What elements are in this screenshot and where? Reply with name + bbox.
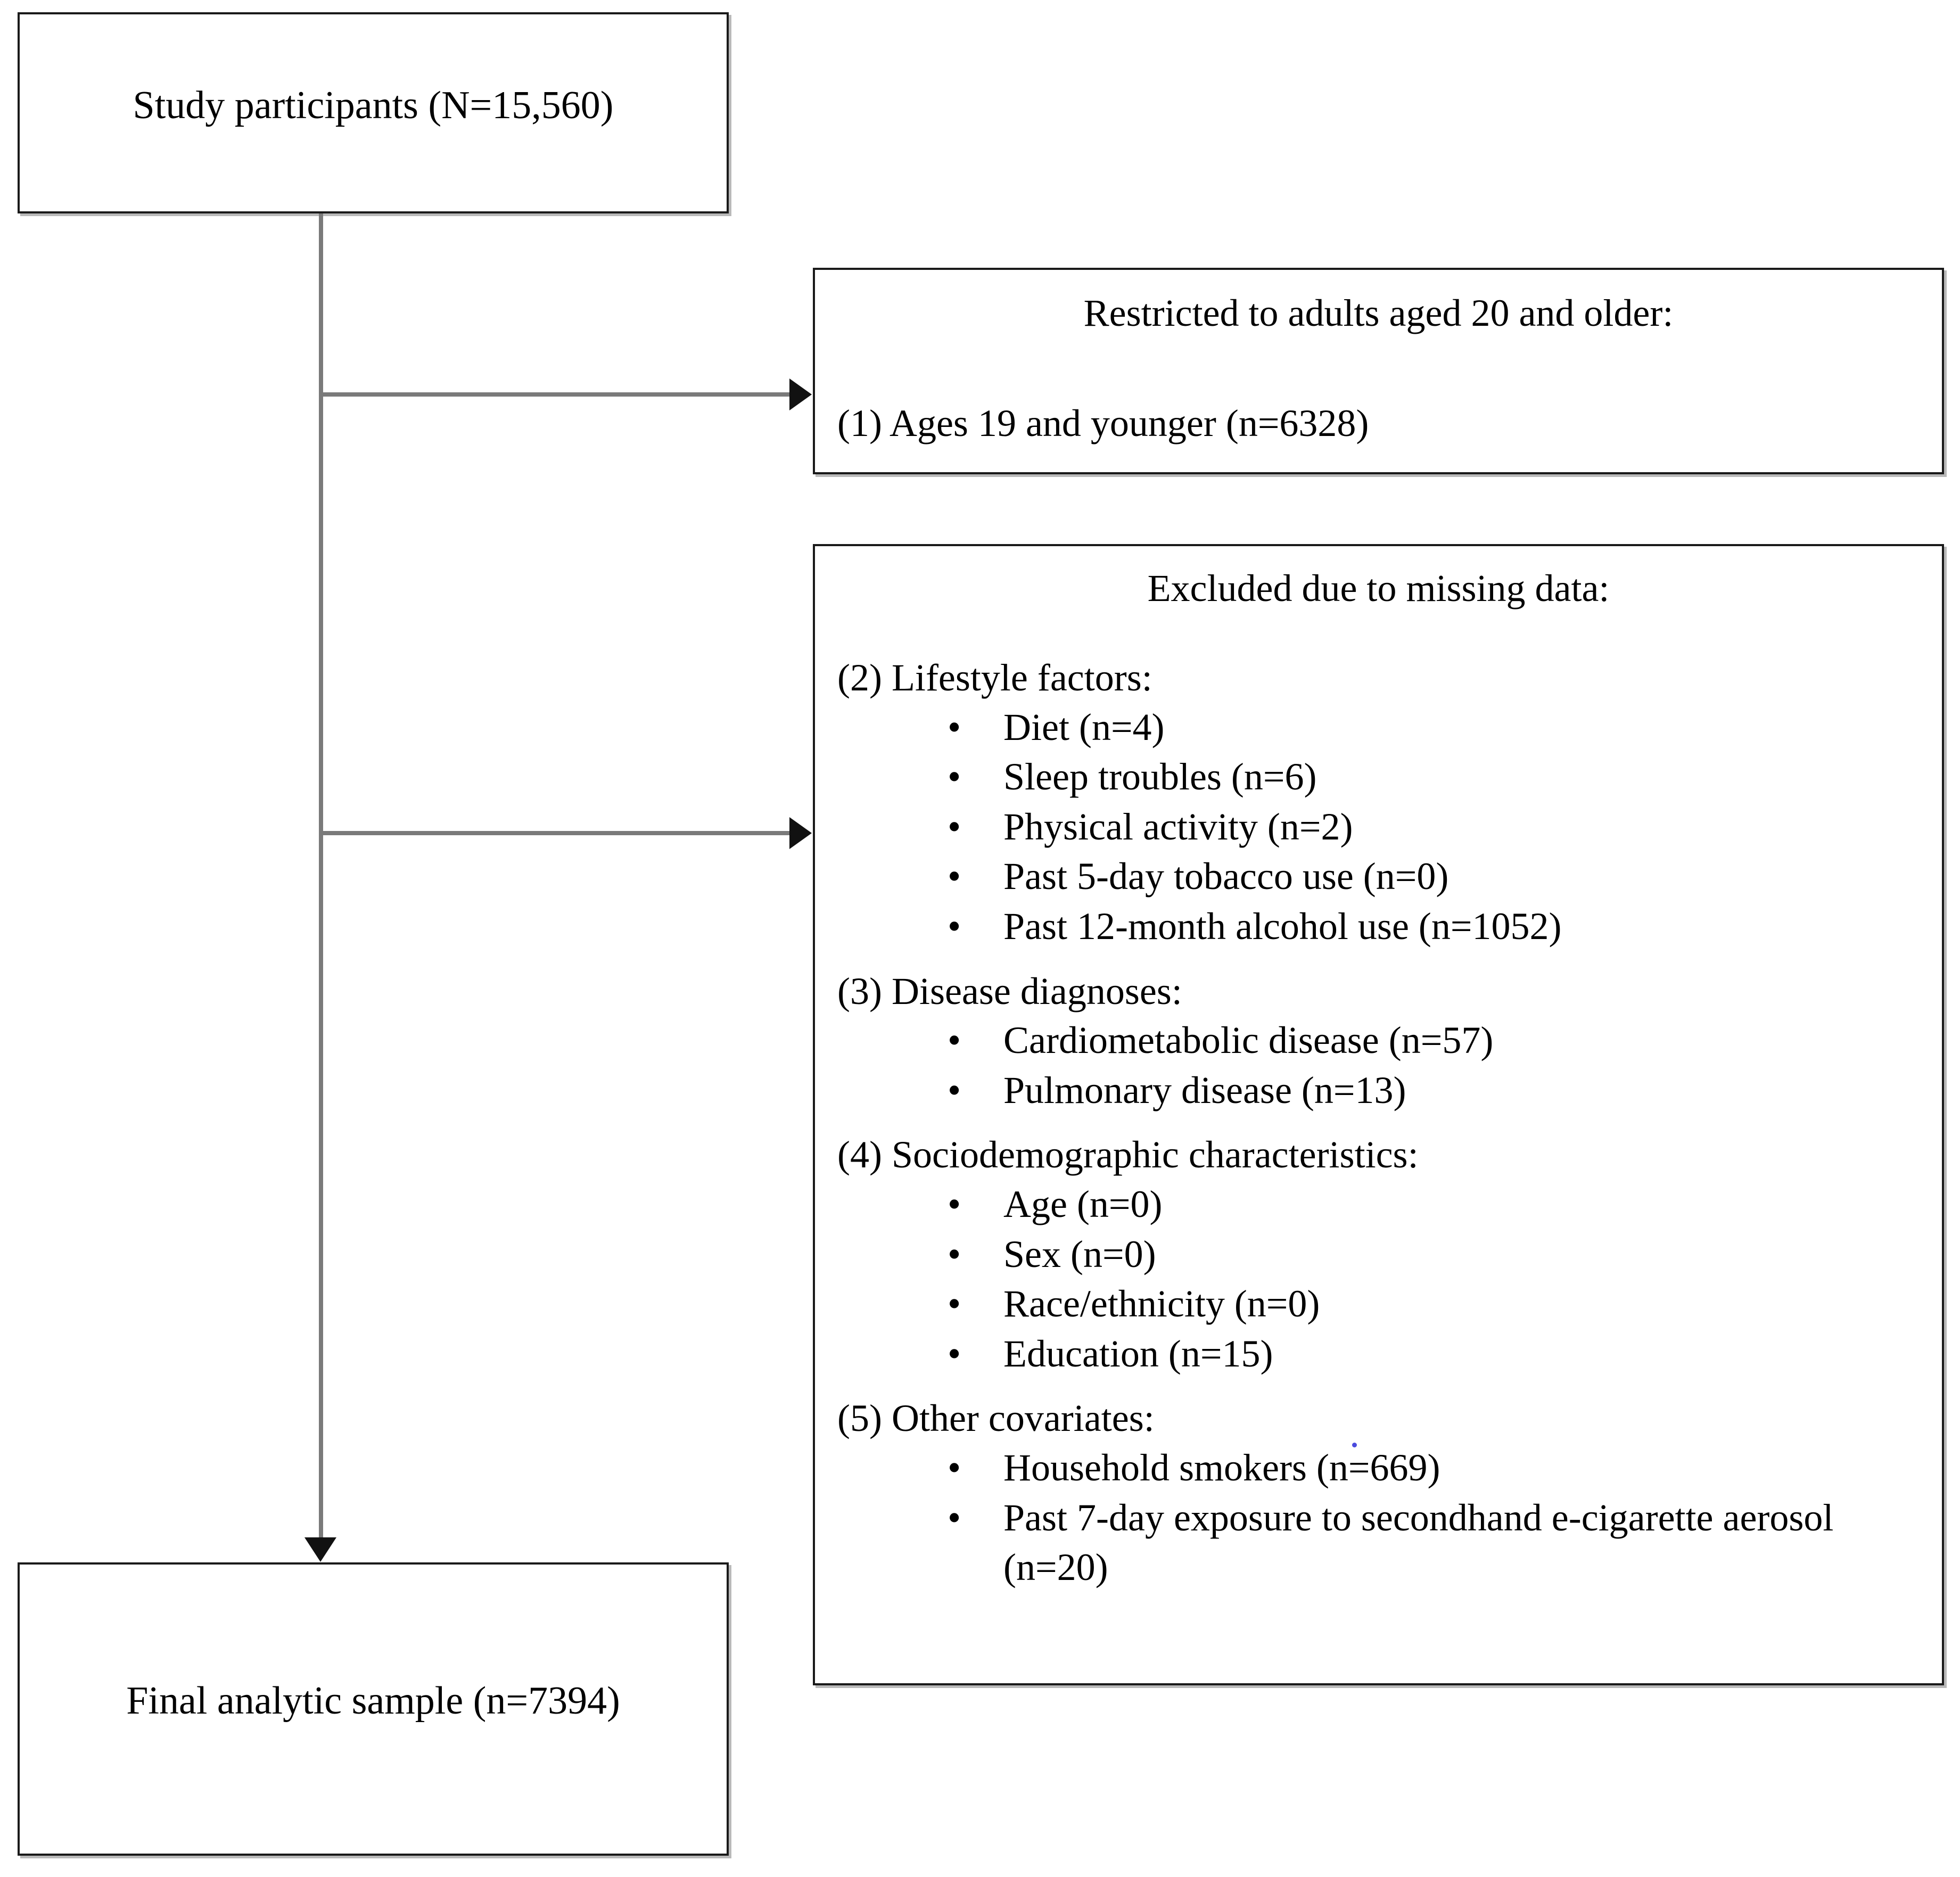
exclusion-group-title: (2) Lifestyle factors: <box>837 656 1152 699</box>
bullet-icon: • <box>948 1282 961 1326</box>
exclusion-item-label: Past 5-day tobacco use (n=0) <box>1003 855 1449 898</box>
exclusion-item-label: Diet (n=4) <box>1003 705 1165 748</box>
exclusion-item: • Education (n=15) <box>837 1329 1929 1379</box>
bullet-icon: • <box>948 755 961 798</box>
branch-connector-age-restriction <box>319 392 790 397</box>
exclusion-group: (2) Lifestyle factors: • Diet (n=4) • Sleep … <box>837 656 1929 952</box>
exclusion-item-list: • Diet (n=4) • Sleep troubles (n=6) • Physica… <box>837 703 1929 952</box>
arrow-right-icon-missing-data <box>789 817 812 849</box>
exclusion-item: • Past 5-day tobacco use (n=0) <box>837 852 1929 902</box>
exclusion-item: • Past 12-month alcohol use (n=1052) <box>837 902 1929 952</box>
exclusion-group: (3) Disease diagnoses: • Cardiometabolic d… <box>837 970 1929 1116</box>
exclusion-group-title: (5) Other covariates: <box>837 1397 1155 1440</box>
exclusion-item: • Age (n=0) <box>837 1180 1929 1230</box>
exclusion-item-label: Cardiometabolic disease (n=57) <box>1003 1019 1494 1062</box>
bullet-icon: • <box>948 1446 961 1489</box>
exclusion-item: • Past 7-day exposure to secondhand e-cig… <box>837 1493 1929 1593</box>
study-participants-label: Study participants (N=15,560) <box>133 84 614 127</box>
missing-data-heading: Excluded due to missing data: <box>1147 567 1610 610</box>
exclusion-group: (5) Other covariates: • Household smokers … <box>837 1397 1929 1592</box>
exclusion-item-list: • Cardiometabolic disease (n=57) • Pulmonar… <box>837 1016 1929 1115</box>
exclusion-group-list: (2) Lifestyle factors: • Diet (n=4) • Sleep … <box>837 656 1929 1593</box>
bullet-icon: • <box>948 855 961 898</box>
age-restriction-heading: Restricted to adults aged 20 and older: <box>1083 292 1674 334</box>
exclusion-item-label: Household smokers (n=669) <box>1003 1446 1440 1489</box>
exclusion-item-list: • Age (n=0) • Sex (n=0) • Race/ethnicity (n=0… <box>837 1180 1929 1379</box>
exclusion-group-title: (3) Disease diagnoses: <box>837 969 1182 1012</box>
exclusion-item-label: Pulmonary disease (n=13) <box>1003 1068 1406 1112</box>
exclusion-group-title: (4) Sociodemographic characteristics: <box>837 1133 1419 1176</box>
exclusion-item-label: Age (n=0) <box>1003 1183 1163 1226</box>
bullet-icon: • <box>948 1068 961 1112</box>
age-restriction-exclusion-line: (1) Ages 19 and younger (n=6328) <box>837 402 1369 444</box>
bullet-icon: • <box>948 705 961 748</box>
exclusion-item: • Sex (n=0) <box>837 1230 1929 1280</box>
study-participants-box: Study participants (N=15,560) <box>18 12 729 213</box>
exclusion-item-label: Sleep troubles (n=6) <box>1003 755 1317 798</box>
exclusion-item: • Sleep troubles (n=6) <box>837 752 1929 802</box>
branch-connector-missing-data <box>319 831 790 835</box>
missing-data-exclusion-box: Excluded due to missing data: (2) Lifest… <box>813 544 1944 1685</box>
exclusion-item-label: Education (n=15) <box>1003 1332 1273 1375</box>
bullet-icon: • <box>948 805 961 848</box>
exclusion-item: • Household smokers (n=669) <box>837 1443 1929 1493</box>
exclusion-item: • Physical activity (n=2) <box>837 802 1929 852</box>
exclusion-group: (4) Sociodemographic characteristics: • Ag… <box>837 1133 1929 1379</box>
arrow-right-icon-age-restriction <box>789 378 812 410</box>
arrow-down-icon-final-sample <box>304 1537 336 1562</box>
exclusion-item-label: Past 7-day exposure to secondhand e-ciga… <box>1003 1496 1834 1589</box>
final-analytic-sample-box: Final analytic sample (n=7394) <box>18 1562 729 1856</box>
age-restriction-box: Restricted to adults aged 20 and older: … <box>813 268 1944 474</box>
exclusion-item: • Pulmonary disease (n=13) <box>837 1066 1929 1116</box>
bullet-icon: • <box>948 1019 961 1062</box>
bullet-icon: • <box>948 1332 961 1375</box>
exclusion-item: • Cardiometabolic disease (n=57) <box>837 1016 1929 1066</box>
exclusion-item-label: Past 12-month alcohol use (n=1052) <box>1003 905 1562 948</box>
bullet-icon: • <box>948 1232 961 1275</box>
exclusion-item: • Diet (n=4) <box>837 703 1929 753</box>
exclusion-item: • Race/ethnicity (n=0) <box>837 1279 1929 1329</box>
exclusion-item-label: Race/ethnicity (n=0) <box>1003 1282 1320 1326</box>
bullet-icon: • <box>948 1183 961 1226</box>
bullet-icon: • <box>948 1496 961 1539</box>
exclusion-item-label: Physical activity (n=2) <box>1003 805 1353 848</box>
bullet-icon: • <box>948 905 961 948</box>
exclusion-item-list: • Household smokers (n=669) • Past 7-day ex… <box>837 1443 1929 1593</box>
scan-artifact-dot <box>1352 1443 1357 1447</box>
final-analytic-sample-label: Final analytic sample (n=7394) <box>126 1679 620 1723</box>
exclusion-item-label: Sex (n=0) <box>1003 1232 1156 1275</box>
trunk-connector-line <box>319 213 323 1542</box>
